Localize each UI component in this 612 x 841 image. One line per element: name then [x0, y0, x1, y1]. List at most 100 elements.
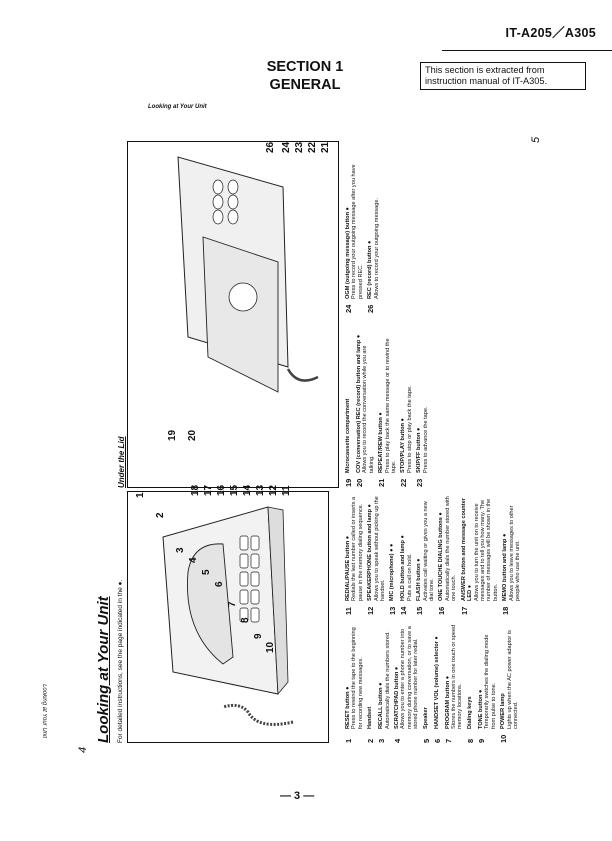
item-text: Dialing keys	[467, 696, 475, 729]
section-number: SECTION 1	[266, 59, 344, 75]
side-label: Looking at Your Unit	[41, 684, 47, 738]
item-body: Allows to record your outgoing message.	[373, 197, 380, 299]
page-number-right: 5	[530, 136, 542, 143]
item-text: STOP/PLAY button ●Press to stop or play …	[400, 385, 413, 473]
item-body: Press to record your outgoing message af…	[351, 164, 364, 299]
item-body: Allows you to turn the unit on to receiv…	[473, 498, 499, 601]
cassette-compartment-illustration	[177, 156, 319, 393]
item-text: Speaker	[423, 707, 431, 729]
item-number: 14	[399, 606, 409, 615]
callout-label: 23	[294, 141, 305, 153]
source-note-line-1: This section is extracted from	[425, 65, 545, 75]
callout-label: 21	[320, 141, 331, 153]
item-body: Allows you to speak without picking up t…	[373, 496, 387, 601]
page-number-left: 4	[77, 746, 89, 753]
item-body: Automatically dials the numbers stored.	[384, 631, 391, 729]
source-note: This section is extracted from instructi…	[420, 62, 586, 90]
item-number: 15	[415, 606, 425, 615]
item-heading: ONE TOUCHE DIALING buttons ●	[438, 512, 445, 601]
callout-label: 4	[188, 557, 199, 563]
section-title: GENERAL	[269, 77, 341, 93]
item-number: 2	[366, 738, 376, 743]
item-text: SCRATCHPAD button ●Allows you to enter a…	[394, 623, 420, 729]
callout-label: 2	[155, 512, 166, 518]
running-title: Looking at Your Unit	[148, 104, 207, 110]
item-number: 13	[388, 606, 398, 615]
item-heading: Handset	[367, 706, 374, 729]
item-body: Automatically dials the number stored wi…	[444, 496, 458, 601]
item-number: 8	[465, 738, 475, 743]
item-heading: TONE button ●	[477, 689, 484, 729]
item-text: REC (record) button ●Allows to record yo…	[367, 198, 380, 299]
item-body: Allows you to record the conversation wh…	[362, 345, 375, 473]
callout-label: 7	[227, 601, 238, 607]
item-heading: SPEAKERPHONE button and lamp ●	[367, 504, 374, 601]
item-number: 22	[399, 478, 409, 487]
unit-figure-box	[127, 491, 329, 743]
item-heading: REPEAT/REW button ●	[378, 412, 385, 473]
item-text: REDIAL/PAUSE button ●Redials the last nu…	[345, 495, 364, 601]
item-number: 6	[432, 738, 442, 743]
description-item: 26 REC (record) button ●Allows to record …	[366, 153, 380, 313]
callout-label: 26	[265, 141, 276, 153]
item-number: 16	[437, 606, 447, 615]
item-heading: SCRATCHPAD button ●	[394, 666, 401, 729]
item-body: Press to rewind the tape to the beginnin…	[351, 627, 364, 729]
item-number: 21	[377, 478, 387, 487]
item-heading: REDIAL/PAUSE button ●	[345, 535, 351, 601]
description-item: 21 REPEAT/REW button ●Press to play back …	[377, 327, 397, 487]
item-heading: Dialing keys	[466, 696, 473, 729]
description-item: 2 Handset	[366, 623, 376, 743]
item-number: 7	[443, 738, 453, 743]
item-text: SPEAKERPHONE button and lamp ●Allows you…	[367, 495, 386, 601]
telephone-unit-illustration	[162, 506, 294, 726]
item-heading: RESET button ●	[345, 686, 351, 729]
item-text: PROGRAM button ●Stores the numbers in on…	[445, 623, 464, 729]
header-rule	[442, 50, 612, 51]
item-number: 12	[366, 606, 376, 615]
description-item: 8 Dialing keys	[465, 623, 475, 743]
item-text: SKIP/FF button ●Press to advance the tap…	[416, 406, 429, 473]
description-item: 18 MEMO button and lamp ●Allows you to le…	[501, 495, 521, 615]
item-heading: REC (record) button ●	[367, 240, 374, 299]
item-number: 17	[459, 606, 469, 615]
item-heading: OGM (outgoing message) button ●	[345, 207, 351, 299]
under-lid-heading: Under the Lid	[117, 436, 126, 488]
callout-label: 5	[201, 569, 212, 575]
item-heading: SKIP/FF button ●	[416, 427, 423, 473]
item-number: 26	[366, 304, 376, 313]
item-text: HANDSET VOL (volume) selector ●	[434, 636, 442, 729]
item-body: Allows you to leave messages to other pe…	[508, 505, 521, 601]
item-number: 1	[344, 738, 353, 743]
item-heading: POWER lamp	[500, 693, 507, 729]
item-number: 20	[355, 478, 364, 487]
item-text: ONE TOUCHE DIALING buttons ●Automaticall…	[438, 495, 457, 601]
item-heading: RECALL button ●	[378, 682, 385, 729]
item-heading: FLASH button ●	[416, 558, 423, 601]
item-heading: Speaker	[422, 707, 429, 729]
item-number: 24	[344, 304, 353, 313]
item-text: REPEAT/REW button ●Press to play back th…	[378, 327, 397, 473]
item-body: Puts a call on hold.	[406, 553, 413, 601]
item-body: Temporarily switches the dialing mode fr…	[484, 634, 497, 729]
item-heading: PROGRAM button ●	[444, 675, 451, 729]
item-number: 18	[501, 606, 511, 615]
rotated-manual-page: Looking at Your Unit For detailed instru…	[41, 123, 575, 753]
description-item: 22 STOP/PLAY button ●Press to stop or pla…	[399, 327, 413, 487]
item-text: Microcassette compartment	[345, 399, 353, 473]
callout-label: 22	[307, 141, 318, 153]
item-body: Allows you to enter a phone number into …	[400, 626, 420, 729]
item-text: RESET button ●Press to rewind the tape t…	[345, 623, 364, 729]
item-heading: MEMO button and lamp ●	[502, 533, 509, 601]
